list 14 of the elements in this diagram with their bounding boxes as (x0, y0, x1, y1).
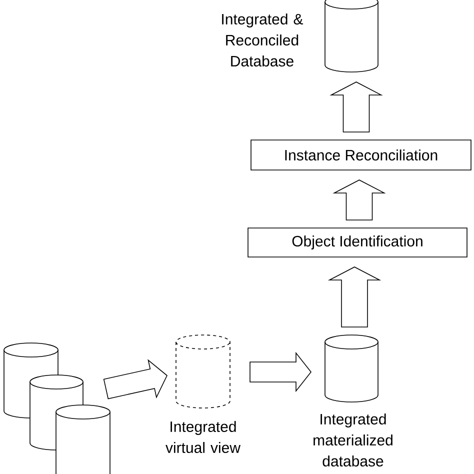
process-box: Object Identification (248, 228, 468, 258)
caption-text: Integrated & Reconciled Database (222, 14, 304, 66)
block-arrow (250, 352, 312, 392)
database-cylinder (324, 334, 378, 402)
process-box: Instance Reconciliation (250, 140, 472, 170)
block-arrow (103, 359, 168, 400)
caption-text: Integrated virtual view (166, 421, 241, 453)
database-cylinder (176, 334, 230, 408)
database-cylinder (56, 404, 110, 474)
block-arrow (332, 180, 386, 220)
database-cylinder (324, 0, 378, 72)
block-arrow (328, 266, 382, 328)
block-arrow (330, 82, 383, 132)
caption-text: Integrated materialized database (314, 414, 392, 466)
